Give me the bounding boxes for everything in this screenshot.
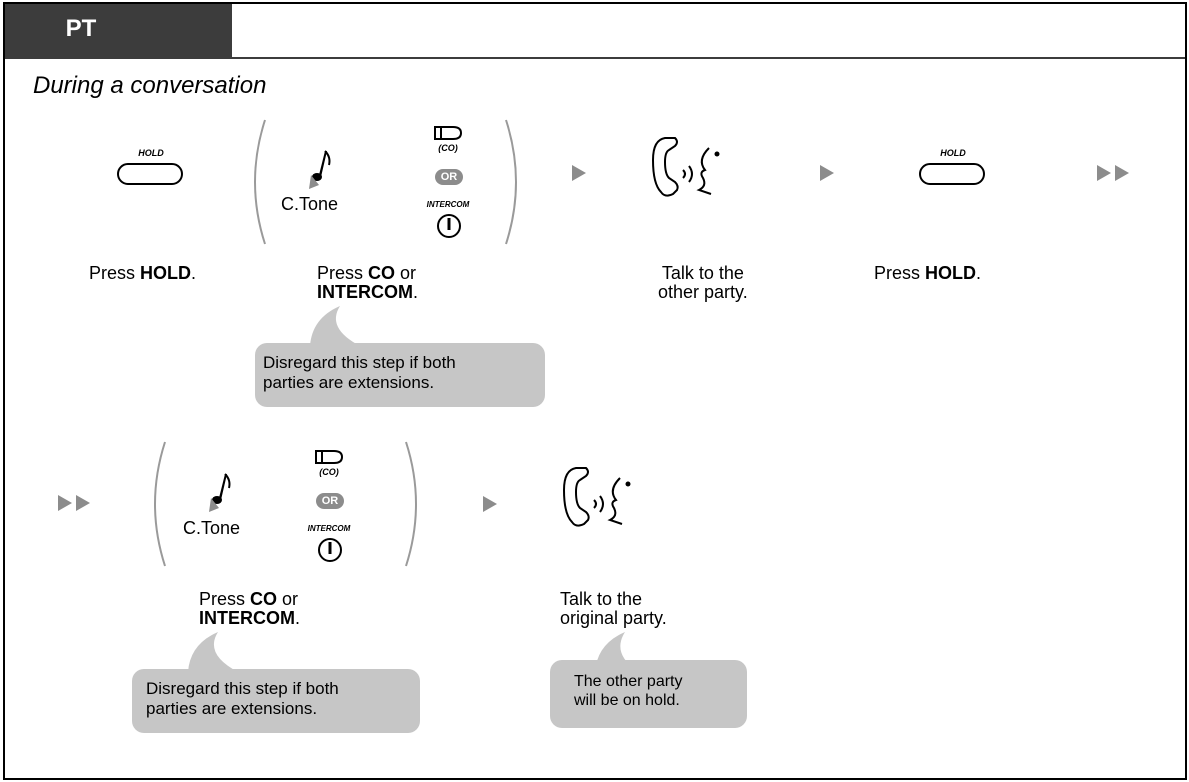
tab-underline	[5, 57, 1185, 59]
bubble-tail-1	[310, 306, 360, 346]
left-paren-1	[254, 119, 266, 245]
hold-key-2: HOLD	[918, 148, 988, 188]
note-bubble-2: Disregard this step if both parties are …	[132, 669, 420, 733]
note-bubble-3: The other party will be on hold.	[550, 660, 747, 728]
right-paren-2	[405, 441, 417, 567]
double-arrow-icon	[58, 495, 90, 511]
caption-press-hold-2: Press HOLD.	[874, 263, 982, 283]
hold-key-label: HOLD	[138, 148, 164, 158]
arrow-right-icon	[820, 165, 834, 181]
right-paren-1	[505, 119, 517, 245]
or-badge: OR	[435, 169, 463, 185]
or-badge: OR	[316, 493, 344, 509]
tone-label-1: C.Tone	[281, 194, 339, 214]
pt-tab-label: PT	[65, 15, 97, 42]
arrow-right-icon	[572, 165, 586, 181]
or-label: OR	[440, 171, 458, 183]
key-stack-2: (CO) OR INTERCOM	[306, 449, 352, 567]
diagram-frame	[3, 2, 1187, 780]
bubble-tail-2	[188, 632, 238, 672]
intercom-key-icon	[437, 214, 461, 238]
hold-key-icon	[919, 163, 985, 185]
pt-tab: PT	[5, 4, 232, 57]
note-bubble-1: Disregard this step if both parties are …	[255, 343, 545, 407]
co-key-label: (CO)	[319, 467, 339, 477]
co-key-icon	[434, 126, 463, 140]
double-arrow-icon	[1097, 165, 1129, 181]
hold-key-label: HOLD	[940, 148, 966, 158]
caption-press-hold-1: Press HOLD.	[89, 263, 197, 283]
subtitle: During a conversation	[33, 72, 267, 99]
handset-talk-icon	[651, 137, 720, 197]
handset-talk-icon	[562, 467, 631, 527]
arrow-right-icon	[483, 496, 497, 512]
music-note-icon	[209, 473, 231, 512]
key-stack-1: (CO) OR INTERCOM	[425, 125, 471, 243]
music-note-icon	[309, 150, 331, 189]
or-label: OR	[321, 495, 339, 507]
caption-press-co-1: Press CO or INTERCOM.	[317, 263, 419, 302]
left-paren-2	[154, 441, 166, 567]
co-key-label: (CO)	[438, 143, 458, 153]
co-key-icon	[315, 450, 344, 464]
caption-press-co-2: Press CO or INTERCOM.	[199, 589, 301, 628]
hold-key-1: HOLD	[116, 148, 186, 188]
caption-talk-original: Talk to the original party.	[560, 589, 667, 628]
hold-key-icon	[117, 163, 183, 185]
tone-label-2: C.Tone	[183, 518, 241, 538]
intercom-key-icon	[318, 538, 342, 562]
intercom-label: INTERCOM	[307, 524, 351, 533]
intercom-label: INTERCOM	[426, 200, 470, 209]
caption-talk-other: Talk to the other party.	[658, 263, 748, 302]
